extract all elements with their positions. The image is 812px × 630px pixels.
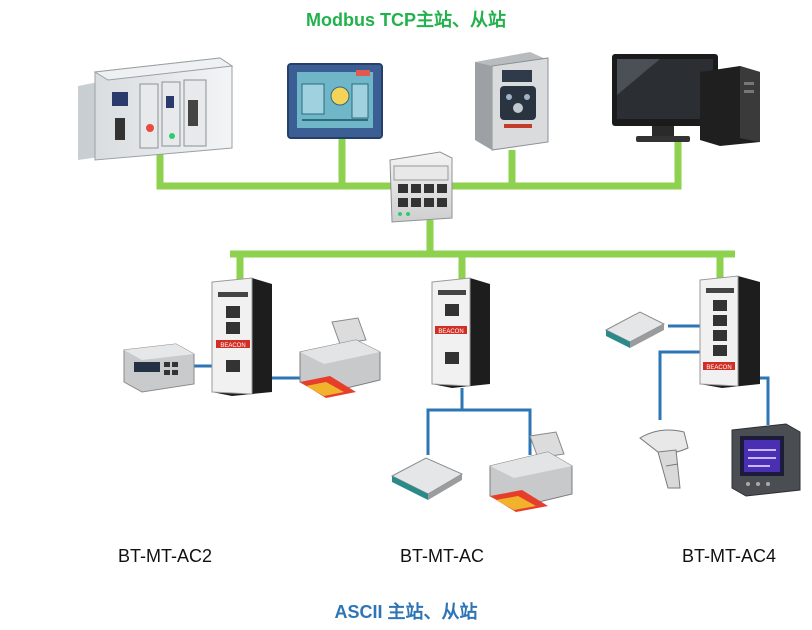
hmi-panel-icon bbox=[287, 63, 383, 139]
converter-ac-label: BT-MT-AC bbox=[400, 546, 484, 566]
converter-ac4-icon: BEACON bbox=[699, 275, 760, 388]
serial-link-printer-2 bbox=[462, 408, 532, 455]
ethernet-switch-icon bbox=[389, 151, 453, 223]
converter-ac2-icon: BEACON bbox=[211, 277, 272, 396]
converter-ac4-label: BT-MT-AC4 bbox=[682, 546, 777, 566]
serial-link-scanner-flat bbox=[426, 388, 464, 455]
flatbed-scanner-2-icon bbox=[604, 311, 666, 348]
plc-rack-icon bbox=[78, 57, 234, 161]
printer-2-icon bbox=[489, 431, 573, 512]
modbus-tcp-title: Modbus TCP主站、从站 bbox=[306, 10, 506, 30]
flatbed-scanner-icon bbox=[390, 457, 464, 500]
weighing-indicator-icon bbox=[123, 343, 195, 393]
serial-link-barcode bbox=[658, 350, 700, 420]
power-meter-icon bbox=[731, 423, 801, 497]
converter-ac-icon: BEACON bbox=[431, 277, 490, 388]
brand-logo: BEACON bbox=[706, 365, 731, 371]
brand-logo: BEACON bbox=[438, 329, 463, 335]
barcode-scanner-icon bbox=[639, 429, 689, 489]
ascii-title: ASCII 主站、从站 bbox=[334, 602, 478, 622]
inverter-icon bbox=[475, 52, 549, 151]
printer-icon bbox=[299, 317, 381, 398]
converter-ac2-label: BT-MT-AC2 bbox=[118, 546, 213, 566]
brand-logo: BEACON bbox=[220, 343, 245, 349]
desktop-pc-icon bbox=[612, 54, 760, 146]
serial-links bbox=[190, 324, 770, 455]
